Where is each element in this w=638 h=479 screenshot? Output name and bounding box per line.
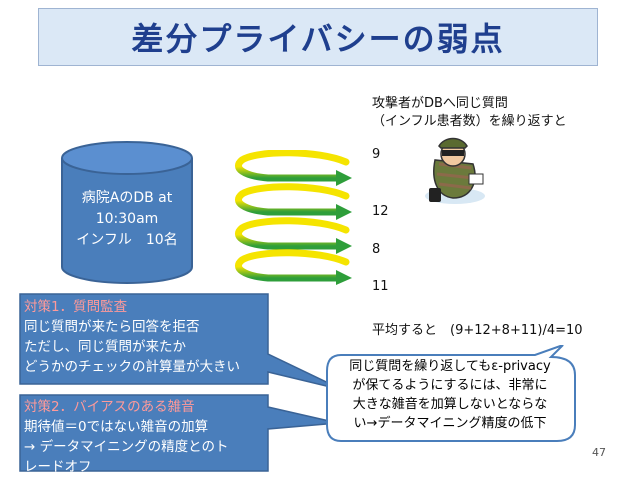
attack-intro-line1: 攻撃者がDBへ同じ質問	[372, 96, 508, 111]
attacker-thief-icon	[425, 137, 485, 204]
countermeasure2-heading: 対策2．バイアスのある雑音	[24, 399, 195, 415]
countermeasure2-line1: 期待値＝0ではない雑音の加算	[24, 419, 209, 435]
attack-intro-line2: （インフル患者数）を繰り返すと	[372, 114, 567, 129]
countermeasure1-heading: 対策1．質問監査	[24, 299, 128, 315]
query-arrow-3	[235, 217, 352, 254]
countermeasure1-line2: ただし、同じ質問が来たか	[24, 339, 186, 355]
database-label-line3: インフル 10名	[76, 232, 178, 248]
query-result-2: 12	[372, 204, 389, 219]
note-callout: 同じ質問を繰り返してもε-privacy が保てるようにするには、非常に 大きな…	[330, 357, 570, 433]
note-line2: が保てるようにするには、非常に	[352, 378, 548, 393]
query-arrow-1	[235, 150, 352, 186]
countermeasure1-bubble-shape	[19, 293, 344, 391]
note-line3: 大きな雑音を加算しないとならな	[352, 397, 548, 412]
countermeasure1-line3: どうかのチェックの計算量が大きい	[24, 359, 240, 375]
countermeasure2-line3: レードオフ	[24, 459, 92, 475]
query-result-4: 11	[372, 279, 389, 294]
query-result-1: 9	[372, 147, 381, 162]
countermeasure2-line2: → データマイニングの精度とのト	[24, 439, 229, 455]
page-number: 47	[592, 446, 606, 459]
database-cylinder: 病院AのDB at 10:30am インフル 10名	[60, 140, 194, 285]
average-result: 平均すると (9+12+8+11)/4=10	[372, 323, 583, 338]
note-bubble-shape	[326, 345, 576, 442]
database-icon	[61, 141, 193, 284]
repeated-query-arrows	[235, 150, 352, 285]
slide-title: 差分プライバシーの弱点	[131, 20, 505, 58]
title-banner: 差分プライバシーの弱点	[38, 8, 598, 66]
query-arrow-2	[235, 183, 352, 220]
note-line4: い→データマイニング精度の低下	[353, 416, 547, 431]
countermeasure2-callout: 対策2．バイアスのある雑音 期待値＝0ではない雑音の加算 → データマイニングの…	[24, 397, 270, 477]
query-result-3: 8	[372, 242, 381, 257]
database-label-line1: 病院AのDB at	[81, 190, 173, 206]
countermeasure1-line1: 同じ質問が来たら回答を拒否	[24, 319, 200, 335]
note-line1: 同じ質問を繰り返してもε-privacy	[349, 359, 551, 374]
database-label: 病院AのDB at 10:30am インフル 10名	[60, 188, 194, 251]
countermeasure2-bubble-shape	[19, 394, 339, 472]
query-arrow-4	[235, 249, 352, 285]
countermeasure1-callout: 対策1．質問監査 同じ質問が来たら回答を拒否 ただし、同じ質問が来たか どうかの…	[24, 297, 270, 377]
database-label-line2: 10:30am	[95, 211, 159, 227]
